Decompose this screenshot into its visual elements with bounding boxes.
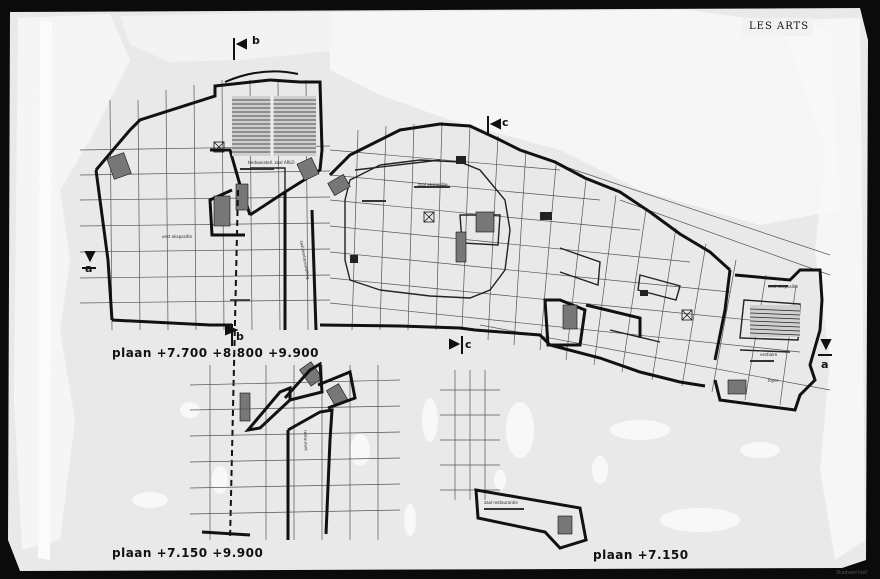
room-label: vest ekspositie [768,284,798,289]
section-marker-a-left: a [85,262,93,275]
room-label: zaal restaurantie [484,500,518,505]
room-label: foyer [768,378,779,383]
section-marker-c-bottom: c [465,338,472,351]
section-marker-a-right: a [821,358,829,371]
room-label: zaal ekspositie [418,182,448,187]
archive-credit: Stadsarchief [836,570,868,576]
section-marker-c-top: c [502,116,509,129]
sheet-title-tag: LES ARTS [745,21,814,32]
plan-label-lower-right: plaan +7.150 [593,548,689,562]
room-label: vestiaire [760,352,778,357]
section-marker-b-bottom: b [236,330,244,343]
plan-label-lower-left: plaan +7.150 +9.900 [112,546,264,560]
section-marker-b-top: b [252,34,260,47]
room-label: tentoonstell. zaal ARLO [248,160,295,165]
plan-label-upper: plaan +7.700 +8.800 +9.900 [112,346,320,360]
room-label: restaurant [303,430,309,452]
room-label: vest ekspositie [162,234,192,239]
